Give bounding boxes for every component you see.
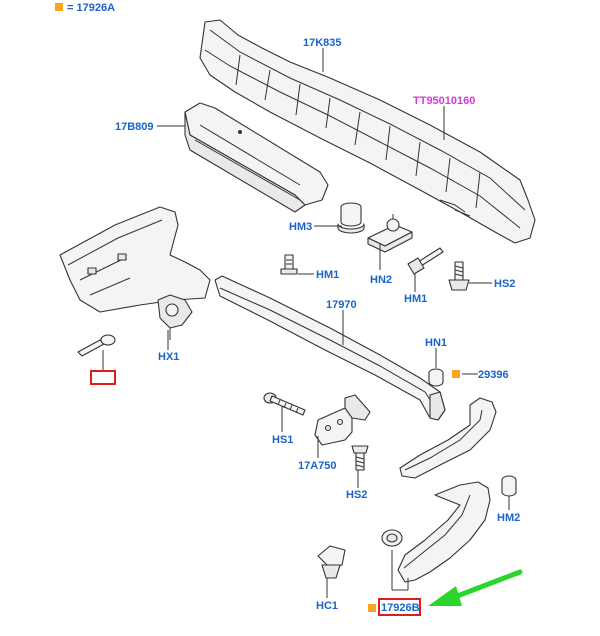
legend-marker-29396 (452, 370, 460, 378)
legend-marker (55, 3, 63, 11)
label-hm3: HM3 (289, 221, 312, 233)
legend-label: = 17926A (67, 2, 115, 14)
label-17a750: 17A750 (298, 460, 337, 472)
label-17b809: 17B809 (115, 121, 154, 133)
part-hs2-screw-lower (351, 445, 369, 471)
part-hs2-screw-upper (448, 261, 470, 291)
part-17970-rail (214, 275, 446, 421)
label-hn1: HN1 (425, 337, 447, 349)
green-pointer-arrow (428, 569, 523, 606)
part-hm1-bolt-left (280, 254, 298, 275)
part-17a750-bracket (314, 394, 371, 446)
left-rivet-callout-box (90, 370, 116, 385)
legend-marker-17926b (368, 604, 376, 612)
part-hm3-spacer (337, 202, 365, 234)
part-left-cover-panel (59, 206, 211, 340)
part-17b809-bracket (184, 102, 329, 213)
label-29396: 29396 (478, 369, 509, 381)
label-hn2: HN2 (370, 274, 392, 286)
label-17970: 17970 (326, 299, 357, 311)
part-17k835-step-panel (199, 19, 536, 244)
label-hm1-left: HM1 (316, 269, 339, 281)
label-hs2-upper: HS2 (494, 278, 515, 290)
part-hn1-nut (428, 368, 444, 387)
part-29396-end-cap (399, 397, 497, 479)
part-hs1-bolt (263, 392, 306, 416)
part-hn2-clip-nut (367, 214, 413, 253)
label-17k835: 17K835 (303, 37, 342, 49)
part-17926b-lower-trim (381, 481, 491, 583)
part-hm2-cap (501, 475, 517, 497)
callout-box-17926b (378, 598, 421, 616)
label-hx1: HX1 (158, 351, 179, 363)
label-hs2-lower: HS2 (346, 489, 367, 501)
part-hc1-push-clip (317, 545, 346, 579)
label-17926b: 17926B (381, 602, 420, 614)
part-hm1-pin-right (407, 247, 444, 275)
leader-lines (157, 48, 510, 598)
label-hc1: HC1 (316, 600, 338, 612)
label-hs1: HS1 (272, 434, 293, 446)
label-hm1-right: HM1 (404, 293, 427, 305)
label-tt95010160: TT95010160 (413, 95, 475, 107)
label-hm2: HM2 (497, 512, 520, 524)
part-left-rivet (77, 334, 116, 370)
